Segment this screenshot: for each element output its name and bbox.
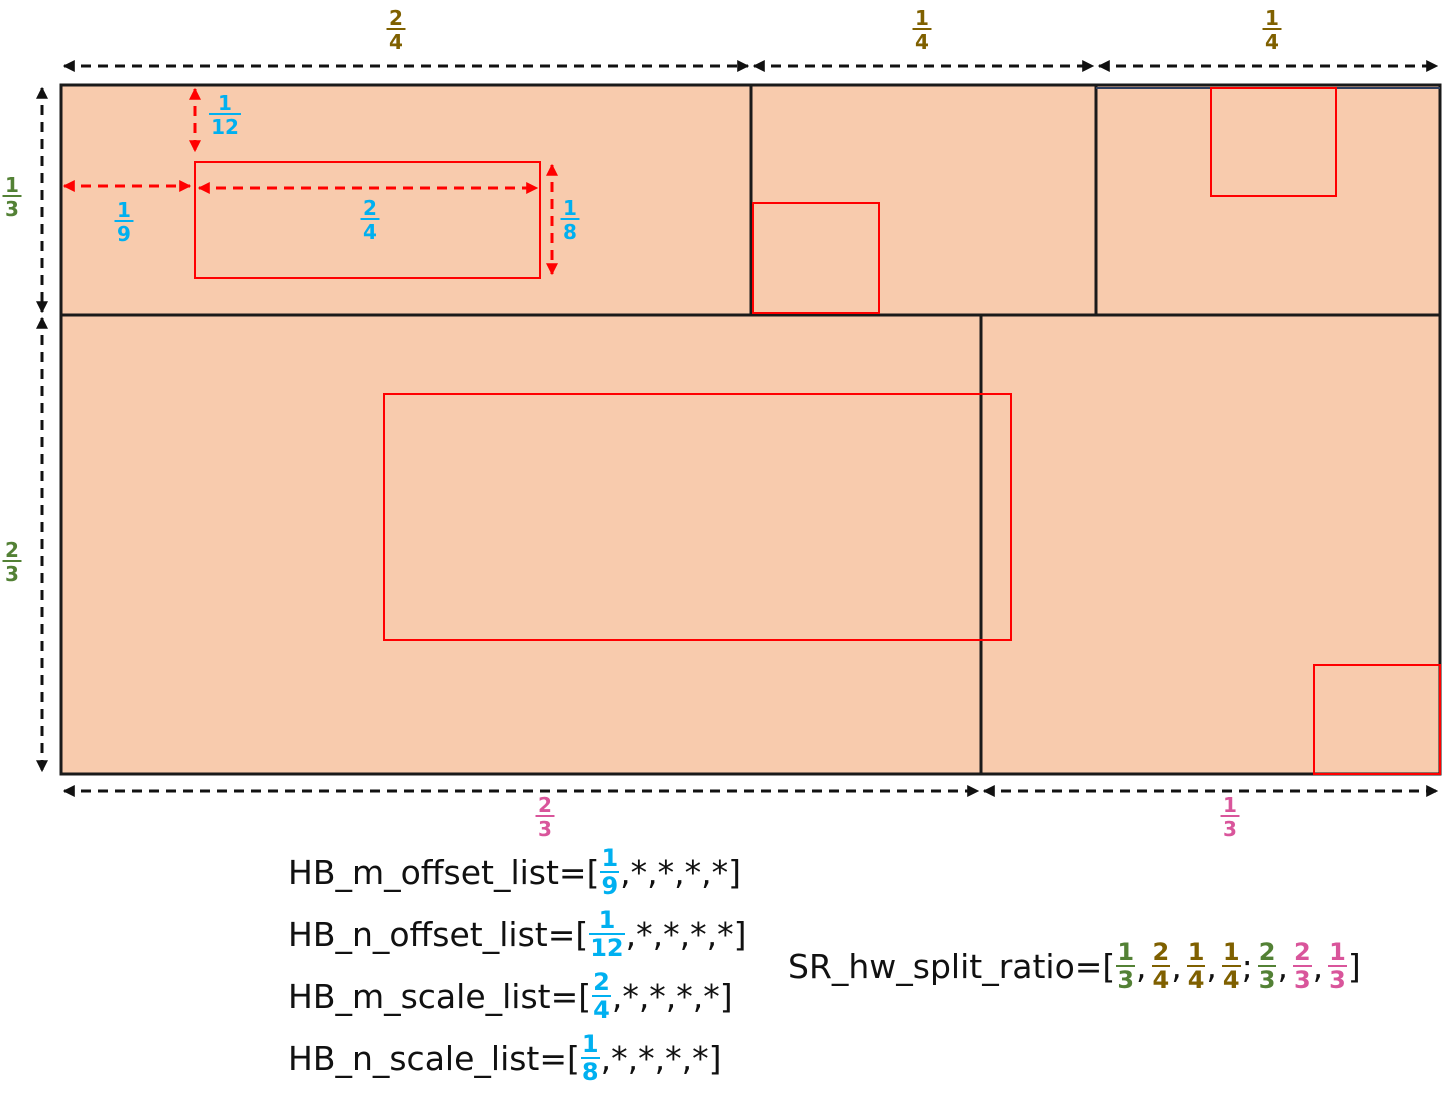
fraction-numerator: 1	[915, 6, 929, 30]
fraction-denominator: 9	[117, 222, 131, 246]
formula-prefix: SR_hw_split_ratio=[	[788, 946, 1116, 986]
formula-suffix: ,*,*,*,*]	[611, 976, 733, 1016]
split-separator: ,	[1136, 946, 1147, 986]
formula-prefix: HB_m_offset_list=[	[288, 852, 600, 892]
region-bottom-1	[61, 315, 981, 774]
hb-m-offset-formula: HB_m_offset_list=[ 1 9 ,*,*,*,*]	[288, 846, 741, 898]
hb-box-2	[752, 202, 880, 314]
fraction-denominator: 3	[5, 562, 19, 586]
fraction-numerator: 2	[363, 196, 377, 220]
split-separator: ,	[1312, 946, 1324, 986]
fraction-numerator: 1	[5, 173, 19, 197]
region-borders	[59, 83, 1442, 776]
fraction-denominator: 3	[538, 817, 552, 841]
fraction-n-offset: 112	[209, 91, 241, 139]
hb-boxes	[194, 87, 1441, 775]
fraction-denominator: 8	[563, 220, 577, 244]
formula-suffix: ,*,*,*,*]	[600, 1038, 722, 1078]
fraction-top-col2: 14	[912, 6, 932, 54]
fraction-numerator: 1	[1265, 6, 1279, 30]
fraction-numerator: 2	[538, 793, 552, 817]
formula-fraction: 2 4	[592, 968, 611, 1024]
fraction-left-row1: 13	[2, 173, 22, 221]
fraction-n-scale: 18	[560, 196, 580, 244]
hb-box-1	[194, 161, 541, 279]
fraction-left-row2: 23	[2, 538, 22, 586]
split-separator: ;	[1241, 946, 1253, 986]
fraction-numerator: 1	[1223, 793, 1237, 817]
formula-prefix: HB_n_scale_list=[	[288, 1038, 580, 1078]
formula-fraction: 1 9	[600, 844, 620, 900]
fraction-numerator: 2	[389, 6, 403, 30]
formula-suffix: ]	[1347, 946, 1361, 986]
fraction-m-scale: 24	[360, 196, 380, 244]
hb-n-offset-formula: HB_n_offset_list=[ 1 12 ,*,*,*,*]	[288, 908, 746, 960]
region-bottom-2	[981, 315, 1440, 774]
formula-fraction: 1 8	[580, 1030, 600, 1086]
fraction-denominator: 4	[389, 30, 403, 54]
hb-box-3	[1210, 87, 1337, 197]
hb-box-5	[1313, 664, 1441, 775]
fraction-denominator: 3	[5, 197, 19, 221]
fraction-denominator: 4	[1265, 30, 1279, 54]
formula-fraction: 1 12	[589, 906, 625, 962]
fraction-denominator: 3	[1223, 817, 1237, 841]
fraction-denominator: 4	[363, 220, 377, 244]
fraction-numerator: 1	[563, 196, 577, 220]
formula-suffix: ,*,*,*,*]	[620, 852, 742, 892]
formula-prefix: HB_n_offset_list=[	[288, 914, 589, 954]
hb-m-scale-formula: HB_m_scale_list=[ 2 4 ,*,*,*,*]	[288, 970, 733, 1022]
region-top-2	[751, 85, 1096, 315]
hb-arrows	[62, 87, 558, 276]
fraction-numerator: 1	[218, 91, 232, 115]
formula-suffix: ,*,*,*,*]	[625, 914, 747, 954]
fraction-numerator: 2	[5, 538, 19, 562]
formula-prefix: HB_m_scale_list=[	[288, 976, 592, 1016]
split-separator: ,	[1277, 946, 1288, 986]
split-separator: ,	[1171, 946, 1182, 986]
dimension-arrows	[36, 60, 1439, 797]
hb-n-scale-formula: HB_n_scale_list=[ 1 8 ,*,*,*,*]	[288, 1032, 721, 1084]
region-top-3	[1096, 85, 1440, 315]
fraction-denominator: 4	[915, 30, 929, 54]
split-separator: ,	[1206, 946, 1217, 986]
fraction-m-offset: 19	[114, 198, 134, 246]
fraction-numerator: 1	[117, 198, 131, 222]
fraction-top-col3: 14	[1262, 6, 1282, 54]
fraction-bottom-col2: 13	[1220, 793, 1240, 841]
fraction-top-col1: 24	[386, 6, 406, 54]
fraction-bottom-col1: 23	[535, 793, 555, 841]
hb-box-4	[383, 393, 1012, 641]
region-top-1	[61, 85, 751, 315]
fraction-denominator: 12	[211, 115, 239, 139]
